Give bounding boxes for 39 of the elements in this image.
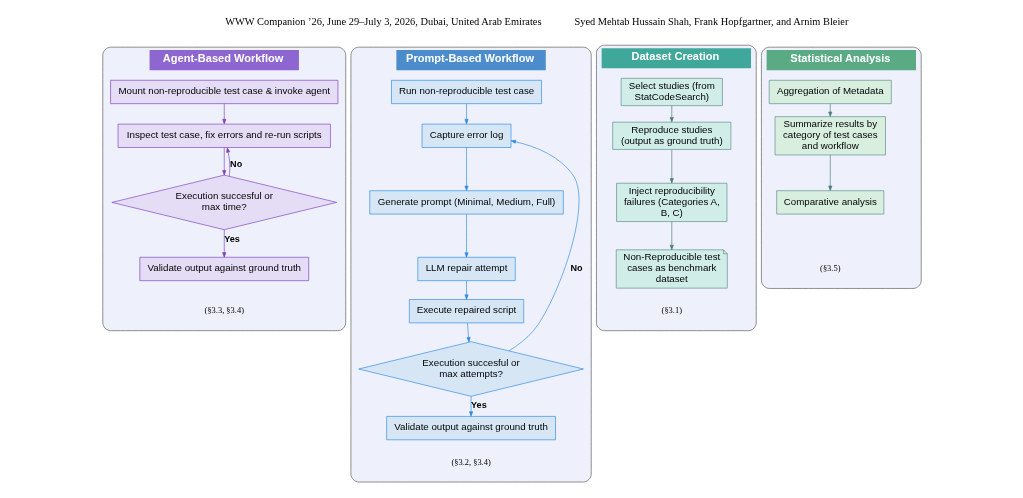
node-box: Validate output against ground truth [139, 256, 309, 281]
label: WWW Companion ’26, June 29–July 3, 2026, Dubai, United Arab Emirates [224, 15, 541, 27]
node-box: Select studies (from StatCodeSearch) [620, 78, 723, 106]
edge-label: Yes [470, 400, 487, 411]
arrow [221, 147, 226, 176]
arrow [468, 396, 473, 417]
arrow [221, 229, 226, 258]
node-box: Reproduce studies (output as ground truth) [611, 121, 731, 150]
node-box: Execute repaired script [408, 299, 524, 324]
edge-label: No [229, 158, 242, 169]
edge-label: No [569, 262, 583, 273]
node-box: Generate prompt (Minimal, Medium, Full) [368, 190, 564, 215]
node-box: Validate output against ground truth [385, 416, 556, 441]
node-box: Aggregation of Metadata [768, 79, 892, 104]
arrow [508, 139, 579, 352]
node-box: Inspect test case, fix errors and re-run scripts [117, 123, 331, 148]
arrow [827, 103, 832, 117]
node-box: Run non-reproducible test case [390, 79, 542, 104]
node-box: Capture error log [421, 123, 511, 148]
node-box: Comparative analysis [775, 190, 884, 215]
node-diamond: Execution succesful or max attempts? [357, 341, 584, 397]
arrow [466, 322, 470, 343]
node-box: LLM repair attempt [417, 256, 516, 281]
label: Syed Mehtab Hussain Shah, Frank Hopfgartner, and Arnim Bleier [573, 15, 848, 27]
node-box: Mount non-reproducible test case & invoke agent [109, 79, 338, 104]
arrow [669, 221, 674, 251]
node-diamond: Execution succesful or max time? [111, 174, 337, 230]
arrow [221, 103, 226, 125]
arrow [225, 147, 230, 177]
arrow [464, 103, 468, 125]
edge-label: Yes [223, 233, 240, 244]
node-box: Summarize results by category of test cases and workflow [774, 116, 886, 156]
arrow [827, 154, 832, 191]
arrow [464, 280, 468, 300]
arrow [464, 213, 468, 258]
node-box: Inject reproducibility failures (Categories A, B, C) [615, 182, 727, 222]
arrow [669, 149, 674, 184]
arrow [464, 147, 468, 191]
arrow [669, 105, 674, 123]
